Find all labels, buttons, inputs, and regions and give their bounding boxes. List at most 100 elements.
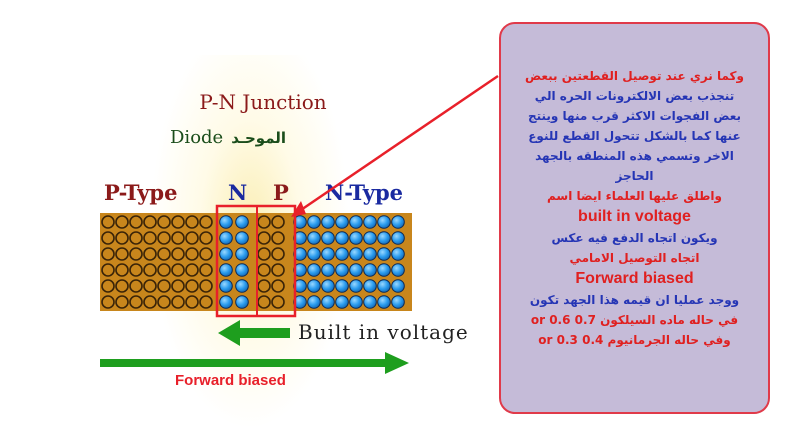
hole-mark xyxy=(199,263,213,277)
hole-mark xyxy=(129,215,143,229)
holes-group xyxy=(101,215,285,309)
hole-mark xyxy=(143,247,157,261)
hole-mark xyxy=(115,295,129,309)
electron-mark xyxy=(293,247,307,261)
hole-mark xyxy=(101,231,115,245)
electron-mark xyxy=(307,279,321,293)
hole-mark xyxy=(271,215,285,229)
hole-mark xyxy=(199,279,213,293)
hole-mark xyxy=(199,215,213,229)
hole-mark xyxy=(115,247,129,261)
hole-mark xyxy=(129,295,143,309)
electron-mark xyxy=(391,231,405,245)
info-line: تنجذب بعض الالكترونات الحره الي xyxy=(534,89,735,103)
hole-mark xyxy=(115,279,129,293)
electron-mark xyxy=(377,231,391,245)
built-in-voltage-arrow xyxy=(218,320,290,346)
hole-mark xyxy=(101,279,115,293)
electron-mark xyxy=(293,215,307,229)
hole-mark xyxy=(143,215,157,229)
electron-mark xyxy=(235,215,249,229)
built-in-voltage-label: Built in voltage xyxy=(298,320,469,344)
forward-biased-label: Forward biased xyxy=(175,372,286,389)
electron-mark xyxy=(377,279,391,293)
electron-mark xyxy=(235,231,249,245)
electron-mark xyxy=(363,295,377,309)
electron-mark xyxy=(321,263,335,277)
hole-mark xyxy=(157,295,171,309)
n-region xyxy=(258,213,412,311)
electron-mark xyxy=(391,247,405,261)
electron-mark xyxy=(293,231,307,245)
hole-mark xyxy=(129,279,143,293)
electron-mark xyxy=(363,215,377,229)
electron-mark xyxy=(363,279,377,293)
hole-mark xyxy=(171,263,185,277)
info-line-silicon: في حاله ماده السيلكون 0.7 or 0.6 xyxy=(530,313,739,327)
electron-mark xyxy=(349,231,363,245)
hole-mark xyxy=(115,215,129,229)
electron-mark xyxy=(307,231,321,245)
hole-mark xyxy=(199,231,213,245)
callout-arrowhead xyxy=(291,201,306,217)
hole-mark xyxy=(101,263,115,277)
junction-p-label: P xyxy=(273,180,289,205)
info-line: ويكون اتجاه الدفع فيه عكس xyxy=(551,231,718,245)
electron-mark xyxy=(391,263,405,277)
hole-mark xyxy=(157,263,171,277)
electron-mark xyxy=(363,247,377,261)
hole-mark xyxy=(185,295,199,309)
junction-n-label: N xyxy=(228,180,248,205)
electron-mark xyxy=(307,295,321,309)
electron-mark xyxy=(321,295,335,309)
electron-mark xyxy=(363,263,377,277)
callout-line xyxy=(294,74,499,216)
electron-mark xyxy=(349,263,363,277)
hole-mark xyxy=(143,295,157,309)
hole-mark xyxy=(171,231,185,245)
electron-mark xyxy=(335,215,349,229)
electron-mark xyxy=(293,279,307,293)
hole-mark xyxy=(185,215,199,229)
hole-mark xyxy=(199,295,213,309)
electron-mark xyxy=(349,279,363,293)
electron-mark xyxy=(293,263,307,277)
p-region xyxy=(100,213,258,311)
hole-mark xyxy=(143,279,157,293)
hole-mark xyxy=(271,263,285,277)
electron-mark xyxy=(235,295,249,309)
info-line: بعض الفجوات الاكثر قرب منها وينتج xyxy=(527,109,742,123)
electron-mark xyxy=(321,215,335,229)
hole-mark xyxy=(101,247,115,261)
hole-mark xyxy=(171,295,185,309)
hole-mark xyxy=(157,215,171,229)
hole-mark xyxy=(143,263,157,277)
hole-mark xyxy=(115,231,129,245)
electron-mark xyxy=(335,247,349,261)
hole-mark xyxy=(157,279,171,293)
electron-mark xyxy=(235,247,249,261)
electron-mark xyxy=(307,247,321,261)
info-line: وكما نري عند توصيل القطعتين ببعض xyxy=(525,69,744,83)
electron-mark xyxy=(349,215,363,229)
hole-mark xyxy=(157,247,171,261)
electron-mark xyxy=(293,295,307,309)
hole-mark xyxy=(185,279,199,293)
hole-mark xyxy=(271,247,285,261)
electron-mark xyxy=(377,263,391,277)
hole-mark xyxy=(115,263,129,277)
hole-mark xyxy=(271,279,285,293)
electrons-group xyxy=(219,215,405,309)
electron-mark xyxy=(377,295,391,309)
electron-mark xyxy=(391,215,405,229)
hole-mark xyxy=(129,247,143,261)
hole-mark xyxy=(101,295,115,309)
electron-mark xyxy=(307,215,321,229)
electron-mark xyxy=(335,279,349,293)
electron-mark xyxy=(335,263,349,277)
electron-mark xyxy=(349,247,363,261)
electron-mark xyxy=(219,231,233,245)
subtitle-english: Diode xyxy=(170,127,224,148)
